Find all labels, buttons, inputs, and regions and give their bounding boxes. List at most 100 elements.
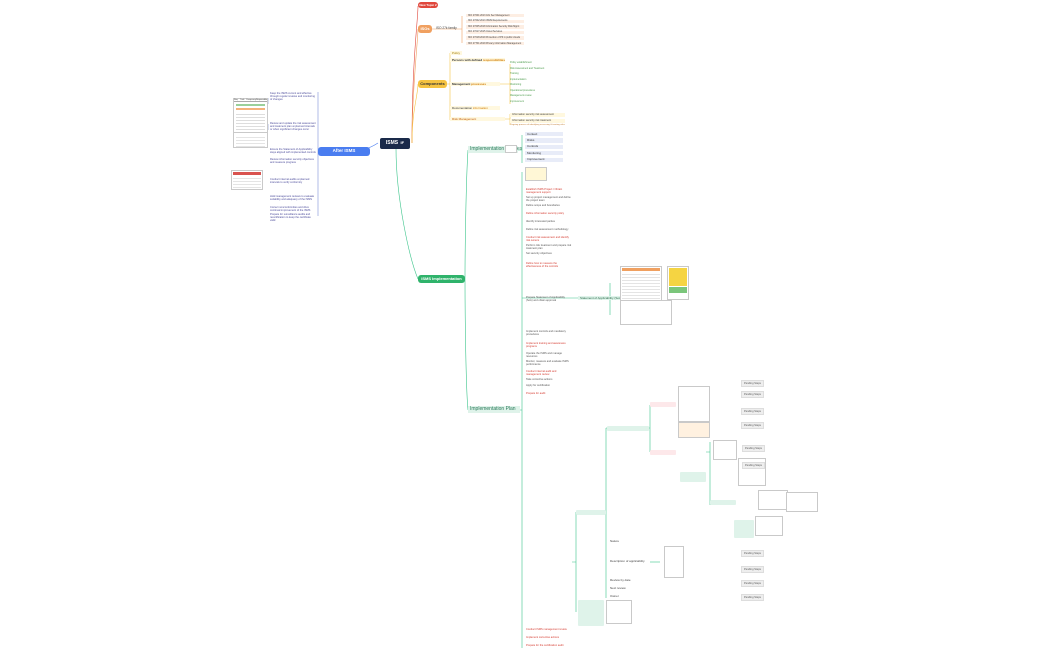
root-node[interactable]: ISMS IF xyxy=(380,138,410,149)
iso-item[interactable]: ISO 27002:2013 ISMS Requirements xyxy=(466,19,524,23)
component-policy[interactable]: Policy xyxy=(450,50,463,55)
deep-next-review[interactable]: Next review xyxy=(610,586,626,590)
pending-step[interactable]: Pending Steps xyxy=(741,566,764,573)
process-item[interactable]: Risk Assessment and Treatment xyxy=(510,66,545,70)
after-isms-note[interactable]: Review and update the risk assessment an… xyxy=(270,122,316,132)
plan-subnode-5[interactable] xyxy=(680,472,706,482)
final-step[interactable]: Prepare for the certification audit xyxy=(526,644,564,647)
implementation-step[interactable]: Apply for certification xyxy=(526,384,551,387)
plan-thumbnail-f[interactable] xyxy=(786,492,818,512)
after-isms-note[interactable]: Correct nonconformities and drive contin… xyxy=(270,206,311,213)
implementation-step[interactable]: Define scope and boundaries xyxy=(526,204,560,207)
implementation-step[interactable]: Take corrective actions xyxy=(526,378,553,381)
plan-thumbnail-h[interactable] xyxy=(664,546,684,578)
soa-thumbnail-2[interactable] xyxy=(667,266,689,300)
implementation-step[interactable]: Identify interested parties xyxy=(526,220,555,223)
plan-subnode-8[interactable] xyxy=(578,600,604,626)
component-management[interactable]: Management processes xyxy=(450,82,500,86)
iso-item[interactable]: ISO 27018:2019 Protection of PII in publ… xyxy=(466,36,524,40)
after-isms-note[interactable]: Conduct internal audits at planned inter… xyxy=(270,178,310,185)
process-item[interactable]: Management review xyxy=(510,94,532,97)
pending-step[interactable]: Pending Steps xyxy=(742,462,765,469)
pending-step[interactable]: Pending Steps xyxy=(741,594,764,601)
implementation-step[interactable]: Perform risk treatment and prepare risk … xyxy=(526,244,572,251)
implementation-phases-node[interactable]: Implementation Phases xyxy=(468,146,523,153)
process-item[interactable]: Implementation xyxy=(510,77,527,81)
plan-thumbnail-g[interactable] xyxy=(755,516,783,536)
implementation-step[interactable]: Define how to measure the effectiveness … xyxy=(526,262,559,269)
implementation-step[interactable]: Operate the ISMS and manage resources xyxy=(526,352,562,359)
plan-subnode-3[interactable] xyxy=(650,402,676,407)
iso-item[interactable]: ISO 27001:2013 Info Sec Management xyxy=(466,14,524,18)
topic-isos[interactable]: ISOs xyxy=(418,25,432,33)
implementation-step[interactable]: Conduct risk assessment and identify ris… xyxy=(526,236,569,243)
soa-node[interactable]: Statement of Applicability (SoA) xyxy=(578,295,625,300)
plan-subnode-2[interactable] xyxy=(607,426,649,431)
implementation-step[interactable]: Set up project management and define the… xyxy=(526,196,571,203)
plan-thumbnail-c[interactable] xyxy=(713,440,737,460)
phase-item[interactable]: Monitoring xyxy=(525,151,563,156)
pending-step[interactable]: Pending Steps xyxy=(741,422,764,429)
plan-subnode-6[interactable] xyxy=(710,500,736,505)
process-item[interactable]: Improvement xyxy=(510,99,524,103)
phase-item[interactable]: Context xyxy=(525,132,563,137)
plan-thumbnail-e[interactable] xyxy=(758,490,788,510)
component-persons[interactable]: Persons with defined responsibilities xyxy=(450,58,505,62)
soa-thumbnail-3[interactable] xyxy=(620,300,672,325)
plan-thumbnail-i[interactable] xyxy=(606,600,632,624)
component-documentation[interactable]: Documentation information xyxy=(450,106,500,110)
phases-thumbnail[interactable] xyxy=(505,145,517,153)
iso-item[interactable]: ISO 27701:2019 Privacy Information Manag… xyxy=(466,42,524,46)
deep-description[interactable]: Description of applicability xyxy=(610,559,645,563)
plan-subnode-1[interactable] xyxy=(576,510,606,515)
implementation-step[interactable]: Conduct internal audit and management re… xyxy=(526,370,557,377)
plan-thumbnail-a[interactable] xyxy=(678,386,710,422)
after-thumbnail-doc[interactable] xyxy=(233,132,268,148)
topic-after-isms[interactable]: After ISMS xyxy=(318,147,370,156)
deep-owner[interactable]: Owner xyxy=(610,594,619,598)
implementation-step[interactable]: Implement controls and mandatory procedu… xyxy=(526,330,566,337)
implementation-step[interactable]: Prepare Statement of Applicability (SoA)… xyxy=(526,296,565,303)
implementation-step[interactable]: Set security objectives xyxy=(526,252,552,255)
after-isms-note[interactable]: Keep the ISMS current and effective thro… xyxy=(270,92,315,102)
plan-thumbnail-b[interactable] xyxy=(678,422,710,438)
pending-step[interactable]: Pending Steps xyxy=(742,445,765,452)
risk-item-assessment[interactable]: Information security risk assessment xyxy=(510,113,565,117)
plan-subnode-7[interactable] xyxy=(734,520,754,538)
process-item[interactable]: Monitoring xyxy=(510,83,522,86)
iso-family-label[interactable]: ISO 27k family xyxy=(436,26,457,30)
topic-isms-implementation[interactable]: ISMS Implementation xyxy=(418,275,465,283)
after-isms-note[interactable]: Ensure the Statement of Applicability st… xyxy=(270,148,316,155)
phase-item[interactable]: Risks xyxy=(525,138,563,143)
risk-item-treatment[interactable]: Information security risk treatment xyxy=(510,119,565,123)
after-isms-note[interactable]: Prepare for surveillance audits and rece… xyxy=(270,213,311,223)
component-risk-management[interactable]: Risk Management xyxy=(450,117,505,121)
final-step[interactable]: Conduct ISMS management review xyxy=(526,628,567,631)
deep-nature[interactable]: Nature xyxy=(610,539,620,543)
pending-step[interactable]: Pending Steps xyxy=(741,380,764,387)
after-isms-note[interactable]: Hold management reviews to evaluate suit… xyxy=(270,195,315,202)
iso-item[interactable]: ISO 27017:2015 Cloud Services xyxy=(466,30,524,35)
plan-subnode-4[interactable] xyxy=(650,450,676,455)
phase-item[interactable]: Improvement xyxy=(525,157,563,162)
implementation-step[interactable]: Define risk assessment methodology xyxy=(526,228,569,231)
iso-item[interactable]: ISO 27005:2018 Information Security Risk… xyxy=(466,25,524,29)
implementation-plan-node[interactable]: Implementation Plan xyxy=(468,406,520,413)
implementation-step[interactable]: Monitor, measure and evaluate ISMS perfo… xyxy=(526,360,569,367)
implementation-step[interactable]: Define information security policy xyxy=(526,212,565,215)
pending-step[interactable]: Pending Steps xyxy=(741,391,764,398)
topic-components[interactable]: Components xyxy=(418,80,447,88)
final-step[interactable]: Implement corrective actions xyxy=(526,636,560,639)
deep-review-date[interactable]: Review by date xyxy=(610,578,631,582)
plan-thumbnail[interactable] xyxy=(525,167,547,181)
process-item[interactable]: Policy establishment xyxy=(510,61,532,64)
process-item[interactable]: Training xyxy=(510,72,519,75)
topic-new-topic[interactable]: New Topic 2 xyxy=(418,2,438,8)
implementation-step[interactable]: Establish ISMS Project / Obtain manageme… xyxy=(526,188,563,195)
pending-step[interactable]: Pending Steps xyxy=(741,550,764,557)
pending-step[interactable]: Pending Steps xyxy=(741,408,764,415)
implementation-step[interactable]: Prepare for audit xyxy=(526,392,546,395)
pending-step[interactable]: Pending Steps xyxy=(741,580,764,587)
process-item[interactable]: Operational procedures xyxy=(510,88,535,92)
phase-item[interactable]: Controls xyxy=(525,144,563,149)
